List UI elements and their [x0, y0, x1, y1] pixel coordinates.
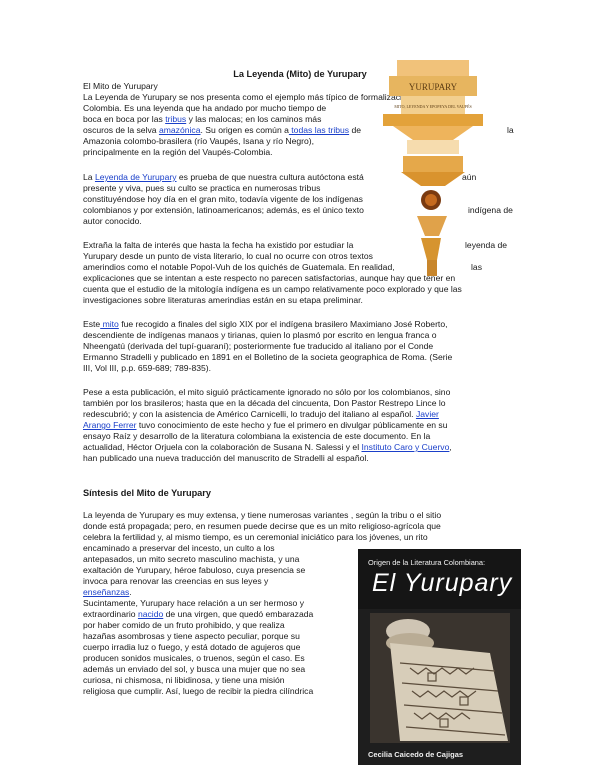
cover2-author: Cecilia Caicedo de Cajigas: [368, 750, 464, 759]
link-arango-ferrer[interactable]: Arango Ferrer: [83, 420, 137, 430]
text-line: las: [471, 262, 482, 272]
text-line: actualidad, Héctor Orjuela con la colabo…: [83, 442, 452, 452]
text-line: Este mito fue recogido a finales del sig…: [83, 319, 448, 329]
text-line: descendiente de indígenas manaos y tiria…: [83, 330, 437, 340]
link-todas-las-tribus[interactable]: todas las tribus: [288, 125, 350, 135]
text-line: aún: [462, 172, 477, 182]
text-line: cuenta que el estudio de la mitología in…: [83, 284, 462, 294]
text-line: explicaciones que se intentan a este res…: [83, 273, 456, 283]
link-leyenda-de-yurupary[interactable]: Leyenda de Yurupary: [94, 172, 177, 182]
text-line: por haber comido de un fruto prohibido, …: [83, 620, 285, 630]
text-line: cuerpo irradia luz o fuego, y está dotad…: [83, 642, 301, 652]
text-line: Arango Ferrer tuvo conocimiento de este …: [83, 420, 448, 430]
text-line: producen sonidos musicales, o truenos, s…: [83, 653, 305, 663]
link-amazonica[interactable]: amazónica: [158, 125, 201, 135]
text-line: donde está propagada; pero, en resumen p…: [83, 521, 441, 531]
text-line: amerindios como el notable Popol-Vuh de …: [83, 262, 395, 272]
book-cover-image-2: Origen de la Literatura Colombiana: El Y…: [358, 549, 521, 765]
cover2-header-band: [358, 549, 521, 609]
text-line: Amazonia colombo-brasilera (río Vaupés, …: [83, 136, 315, 146]
text-line: Yurupary desde un punto de vista literar…: [83, 251, 373, 261]
text-line: leyenda de: [465, 240, 508, 250]
page-title: La Leyenda (Mito) de Yurupary: [233, 69, 367, 79]
link-instituto-caro-y-cuervo[interactable]: Instituto Caro y Cuervo: [361, 442, 450, 452]
text-line: autor conocido.: [83, 216, 142, 226]
text-line: celebra la fertilidad y, al mismo tiempo…: [83, 532, 428, 542]
text-line: constituyéndose hoy día en el gran mito,…: [83, 194, 363, 204]
text-line: antepasados, un mito secreto masculino m…: [83, 554, 300, 564]
text-line: exaltación de Yurupary, héroe fabuloso, …: [83, 565, 306, 575]
text-line: colombianos y por extensión, latinoameri…: [83, 205, 364, 215]
text-line: encaminado a preservar del incesto, un c…: [83, 543, 275, 553]
text-line: religiosa que cumplir. Así, luego de rec…: [83, 686, 314, 696]
text-line: boca en boca por las tribus y las maloca…: [83, 114, 322, 124]
link-nacido[interactable]: nacido: [137, 609, 164, 619]
text-line: redescubrió; y con la asistencia de Amér…: [83, 409, 439, 419]
text-line: presente y viva, pues su culto se practi…: [83, 183, 321, 193]
text-line: invoca para renovar las creencias en sus…: [83, 576, 269, 586]
cover1-caption: MITO, LEYENDA Y EPOPEYA DEL VAUPÉS: [394, 104, 471, 110]
subtitle: El Mito de Yurupary: [83, 81, 158, 91]
text-line: hazañas asombrosas y tiene aspecto pecul…: [83, 631, 300, 641]
text-line: ensayo Raíz y desarrollo de la literatur…: [83, 431, 431, 441]
text-line: han publicado una nueva traducción del m…: [83, 453, 369, 463]
text-line: La Leyenda de Yurupary se nos presenta c…: [83, 92, 455, 102]
text-line: Nheengatú (derivada del tupí-guaraní); p…: [83, 341, 434, 351]
text-line: La Leyenda de Yurupary es prueba de que …: [83, 172, 364, 182]
text-line: indígena de: [468, 205, 513, 215]
text-line: también por los brasileros; hasta que en…: [83, 398, 446, 408]
cover1-title: YURUPARY: [409, 82, 458, 92]
text-line: Colombia. Es una leyenda que ha andado p…: [83, 103, 327, 113]
text-line: la: [507, 125, 514, 135]
text-line: La leyenda de Yurupary es muy extensa, y…: [83, 510, 442, 520]
text-line: enseñanzas.: [83, 587, 132, 597]
text-line: Sucintamente, Yurupary hace relación a u…: [83, 598, 305, 608]
cover2-title: El Yurupary: [372, 569, 513, 597]
text-line: principalmente en la región del Vaupés-C…: [83, 147, 273, 157]
cover2-artwork: [370, 613, 510, 743]
link-mito[interactable]: mito: [100, 319, 119, 329]
text-line: Pese a esta publicación, el mito siguió …: [83, 387, 451, 397]
text-line: oscuros de la selva amazónica. Su origen…: [83, 125, 362, 135]
cover2-header: Origen de la Literatura Colombiana:: [368, 558, 486, 567]
book-cover-image-1: YURUPARY MITO, LEYENDA Y EPOPEYA DEL VAU…: [383, 60, 483, 280]
book-cover-illustration: YURUPARY MITO, LEYENDA Y EPOPEYA DEL VAU…: [383, 60, 483, 276]
text-line: Ermanno Stradelli y publicado en 1891 en…: [83, 352, 453, 362]
text-line: curiosa, ni chismosa, ni libidinosa, y t…: [83, 675, 285, 685]
text-line: extraordinario nacido de una virgen, que…: [83, 609, 314, 619]
text-line: Extraña la falta de interés que hasta la…: [83, 240, 354, 250]
link-javier-arango-ferrer[interactable]: Javier: [415, 409, 439, 419]
link-tribus[interactable]: tribus: [165, 114, 187, 124]
text-line: investigaciones sobre literaturas amerin…: [83, 295, 363, 305]
section-heading: Síntesis del Mito de Yurupary: [83, 488, 211, 498]
text-line: III, Vol III, p.p. 659-689; 789-835).: [83, 363, 212, 373]
text-line: además un enviado del sol, y busca una m…: [83, 664, 306, 674]
link-ensenanzas[interactable]: enseñanzas: [83, 587, 130, 597]
